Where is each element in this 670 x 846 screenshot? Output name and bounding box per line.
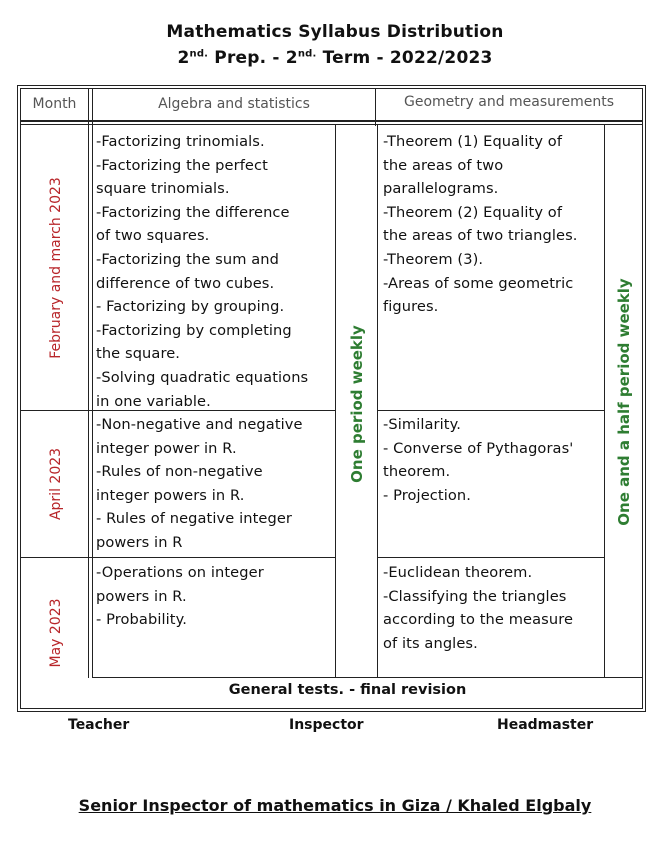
algebra-line: integer power in R. bbox=[96, 439, 237, 457]
algebra-line: -Factorizing by completing bbox=[96, 321, 292, 339]
subtitle-sup: nd. bbox=[297, 48, 317, 60]
algebra-line: - Factorizing by grouping. bbox=[96, 298, 285, 316]
col-divider bbox=[377, 125, 378, 678]
geometry-line: -Theorem (3). bbox=[383, 250, 484, 268]
header-divider bbox=[21, 124, 642, 125]
col-divider bbox=[92, 89, 93, 678]
row-divider bbox=[92, 677, 642, 678]
senior-inspector-signature: Senior Inspector of mathematics in Giza … bbox=[78, 796, 592, 815]
col-divider bbox=[335, 125, 336, 678]
header-geometry: Geometry and measurements bbox=[403, 94, 614, 110]
geometry-line: the areas of two triangles. bbox=[383, 227, 578, 245]
geometry-line: of its angles. bbox=[383, 634, 478, 652]
col-divider bbox=[604, 125, 605, 678]
col-divider bbox=[375, 89, 376, 126]
geometry-period-label: One and a half period weekly bbox=[615, 278, 633, 526]
algebra-line: in one variable. bbox=[96, 392, 211, 410]
algebra-line: of two squares. bbox=[96, 227, 210, 245]
general-tests-note: General tests. - final revision bbox=[228, 682, 467, 698]
geometry-line: parallelograms. bbox=[383, 180, 499, 198]
page-subtitle: 2nd. Prep. - 2nd. Term - 2022/2023 bbox=[0, 48, 670, 68]
page-title: Mathematics Syllabus Distribution bbox=[166, 22, 504, 42]
geometry-cell-april: -Similarity. - Converse of Pythagoras' the… bbox=[383, 413, 573, 507]
algebra-line: -Factorizing the perfect bbox=[96, 156, 268, 174]
subtitle-part: 2 bbox=[177, 48, 190, 68]
geometry-line: -Similarity. bbox=[383, 416, 462, 433]
algebra-line: the square. bbox=[96, 345, 181, 363]
inspector-label: Inspector bbox=[289, 717, 364, 733]
algebra-cell-feb-mar: -Factorizing trinomials. -Factorizing the… bbox=[96, 130, 308, 413]
row-divider bbox=[21, 410, 336, 411]
row-divider bbox=[21, 557, 336, 558]
algebra-line: powers in R bbox=[96, 533, 183, 551]
geometry-line: - Converse of Pythagoras' bbox=[383, 439, 574, 457]
algebra-line: -Factorizing the difference bbox=[96, 203, 290, 221]
header-divider bbox=[21, 120, 642, 122]
algebra-line: -Non-negative and negative bbox=[96, 416, 303, 433]
row-divider bbox=[377, 410, 605, 411]
algebra-line: powers in R. bbox=[96, 587, 187, 605]
algebra-cell-april: -Non-negative and negative integer power … bbox=[96, 413, 303, 555]
syllabus-table bbox=[17, 85, 646, 712]
col-divider bbox=[88, 89, 89, 678]
algebra-line: -Solving quadratic equations bbox=[96, 368, 309, 386]
algebra-line: -Operations on integer bbox=[96, 564, 264, 581]
geometry-line: -Theorem (2) Equality of bbox=[383, 203, 563, 221]
algebra-line: -Factorizing the sum and bbox=[96, 250, 280, 268]
geometry-line: -Theorem (1) Equality of bbox=[383, 133, 563, 150]
geometry-line: figures. bbox=[383, 298, 439, 316]
geometry-cell-feb-mar: -Theorem (1) Equality of the areas of two… bbox=[383, 130, 578, 319]
geometry-line: - Projection. bbox=[383, 486, 472, 504]
row-divider bbox=[377, 557, 605, 558]
header-algebra: Algebra and statistics bbox=[158, 96, 310, 112]
algebra-line: - Rules of negative integer bbox=[96, 510, 293, 528]
geometry-line: -Classifying the triangles bbox=[383, 587, 567, 605]
algebra-line: difference of two cubes. bbox=[96, 274, 275, 292]
algebra-period-label: One period weekly bbox=[348, 325, 366, 483]
subtitle-part: Term - 2022/2023 bbox=[316, 48, 493, 68]
algebra-line: - Probability. bbox=[96, 611, 188, 629]
teacher-label: Teacher bbox=[68, 717, 130, 733]
month-label: May 2023 bbox=[48, 598, 64, 668]
subtitle-sup: nd. bbox=[189, 48, 209, 60]
geometry-line: theorem. bbox=[383, 463, 451, 481]
header-month: Month bbox=[32, 96, 77, 112]
geometry-line: the areas of two bbox=[383, 156, 504, 174]
algebra-line: -Factorizing trinomials. bbox=[96, 133, 265, 150]
algebra-line: -Rules of non-negative bbox=[96, 463, 263, 481]
algebra-line: integer powers in R. bbox=[96, 486, 245, 504]
algebra-cell-may: -Operations on integer powers in R. - Prob… bbox=[96, 561, 264, 632]
subtitle-part: Prep. - 2 bbox=[208, 48, 298, 68]
headmaster-label: Headmaster bbox=[497, 717, 594, 733]
algebra-line: square trinomials. bbox=[96, 180, 230, 198]
geometry-line: -Areas of some geometric bbox=[383, 274, 574, 292]
month-label: April 2023 bbox=[48, 447, 64, 521]
month-label: February and march 2023 bbox=[48, 177, 64, 359]
geometry-line: -Euclidean theorem. bbox=[383, 564, 533, 581]
geometry-line: according to the measure bbox=[383, 611, 574, 629]
geometry-cell-may: -Euclidean theorem. -Classifying the tria… bbox=[383, 561, 573, 655]
